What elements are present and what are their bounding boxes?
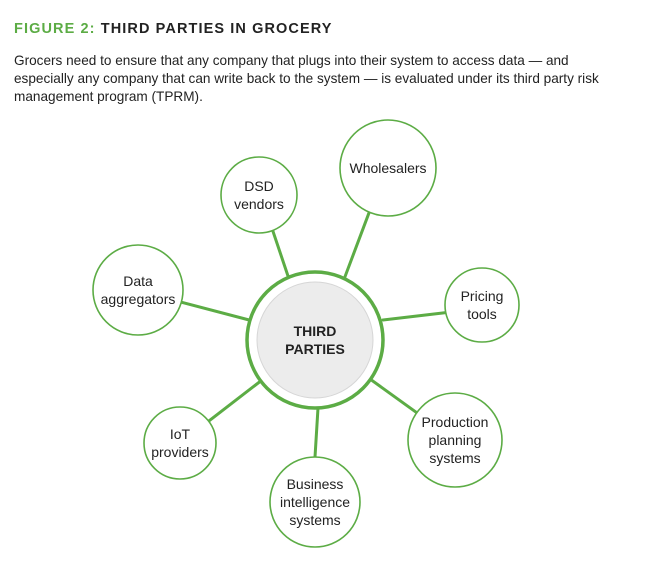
description-line-1: Grocers need to ensure that any company …	[14, 53, 569, 68]
center-inner-disc	[256, 281, 374, 399]
node-label-dsd-vendors-2: vendors	[234, 196, 284, 212]
connector-production-planning-systems	[368, 377, 419, 415]
figure-description: Grocers need to ensure that any company …	[14, 52, 634, 106]
node-dsd-vendors: DSD vendors	[220, 156, 298, 234]
node-label-production-planning-systems-1: Production	[422, 414, 489, 430]
node-circle-dsd-vendors	[220, 156, 298, 234]
node-circle-production-planning-systems	[407, 392, 503, 488]
node-label-wholesalers-1: Wholesalers	[349, 160, 426, 176]
center-label-1: THIRD	[294, 323, 337, 339]
node-label-business-intelligence-systems-1: Business	[287, 476, 344, 492]
connector-wholesalers	[341, 210, 371, 284]
center-label-2: PARTIES	[285, 341, 345, 357]
description-line-2: especially any company that can write ba…	[14, 71, 599, 86]
diagram-connectors	[179, 210, 448, 459]
node-business-intelligence-systems: Business intelligence systems	[269, 456, 361, 548]
node-pricing-tools: Pricing tools	[444, 267, 520, 343]
node-label-iot-providers-1: IoT	[170, 426, 191, 442]
node-label-iot-providers-2: providers	[151, 444, 209, 460]
node-label-production-planning-systems-2: planning	[429, 432, 482, 448]
node-iot-providers: IoT providers	[143, 406, 217, 480]
node-label-business-intelligence-systems-2: intelligence	[280, 494, 350, 510]
description-line-3: management program (TPRM).	[14, 89, 203, 104]
connector-business-intelligence-systems	[313, 406, 320, 459]
node-wholesalers: Wholesalers	[339, 119, 437, 217]
figure-title-prefix: FIGURE 2:	[14, 21, 96, 37]
node-label-data-aggregators-2: aggregators	[101, 291, 176, 307]
center-hub: THIRD PARTIES	[245, 270, 385, 410]
connector-dsd-vendors	[271, 228, 291, 281]
node-label-pricing-tools-2: tools	[467, 306, 497, 322]
connector-iot-providers	[207, 378, 264, 423]
node-circle-data-aggregators	[92, 244, 184, 336]
node-circle-business-intelligence-systems	[269, 456, 361, 548]
connector-data-aggregators	[179, 300, 255, 323]
figure-title: FIGURE 2: THIRD PARTIES IN GROCERY	[14, 21, 333, 37]
figure-title-text: THIRD PARTIES IN GROCERY	[100, 21, 333, 37]
node-data-aggregators: Data aggregators	[92, 244, 184, 336]
node-circle-iot-providers	[143, 406, 217, 480]
connector-pricing-tools	[381, 311, 448, 322]
node-label-data-aggregators-1: Data	[123, 273, 153, 289]
node-circle-pricing-tools	[444, 267, 520, 343]
node-label-dsd-vendors-1: DSD	[244, 178, 274, 194]
node-circle-wholesalers	[339, 119, 437, 217]
node-label-pricing-tools-1: Pricing	[461, 288, 504, 304]
node-label-business-intelligence-systems-3: systems	[289, 512, 340, 528]
node-label-production-planning-systems-3: systems	[429, 450, 480, 466]
node-production-planning-systems: Production planning systems	[407, 392, 503, 488]
